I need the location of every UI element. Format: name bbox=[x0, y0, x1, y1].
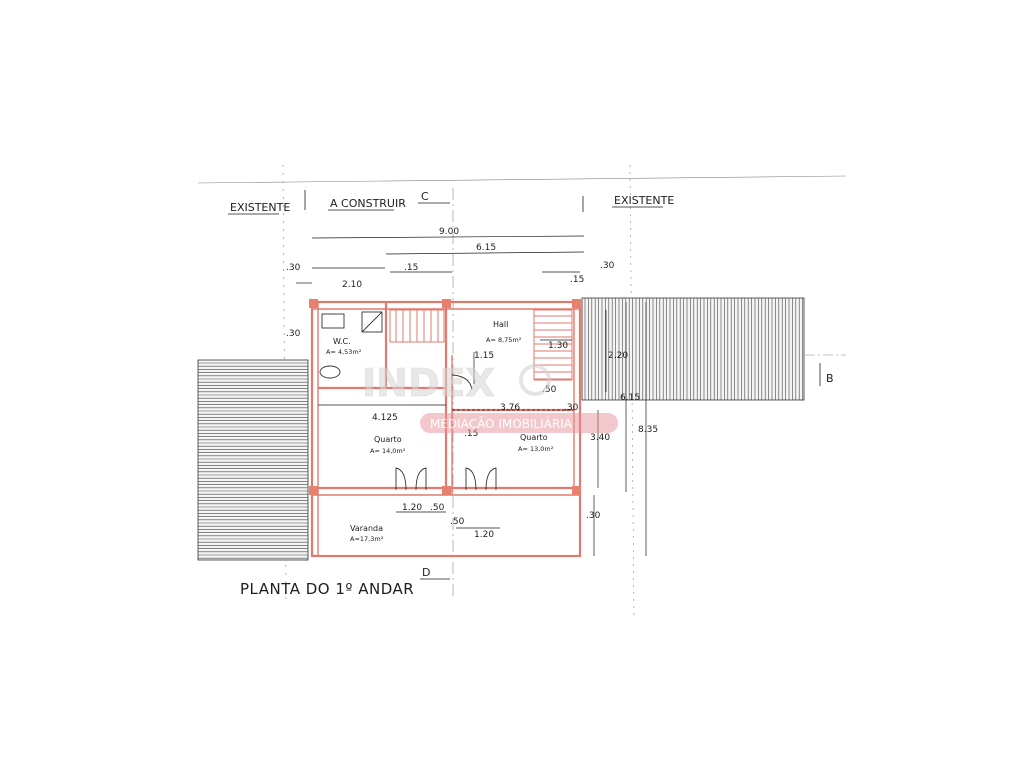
drawing-title: PLANTA DO 1º ANDAR bbox=[240, 580, 414, 598]
dim-wall-top-right-a: .15 bbox=[570, 275, 584, 285]
dim-overall-width: 9.00 bbox=[439, 227, 459, 237]
room-bedroom-left-area: A= 14,0m² bbox=[370, 447, 406, 455]
hatched-roof-right bbox=[581, 297, 805, 401]
zone-label-to-build: A CONSTRUIR bbox=[330, 197, 406, 210]
dim-door-right: 1.20 bbox=[474, 530, 494, 540]
room-veranda-area: A=17,3m² bbox=[350, 535, 384, 543]
hatched-roof-left bbox=[197, 359, 309, 561]
room-hall-area: A= 8,75m² bbox=[486, 336, 522, 344]
dim-wall-top-right-b: .30 bbox=[600, 261, 615, 271]
dim-total-depth-b: 8.35 bbox=[638, 425, 658, 435]
room-bedroom-right-area: A= 13,0m² bbox=[518, 445, 554, 453]
dim-hall-width: 1.30 bbox=[548, 341, 568, 351]
room-bedroom-left-name: Quarto bbox=[374, 435, 402, 444]
section-marker-c: C bbox=[421, 190, 429, 203]
dim-wall-inner: .30 bbox=[564, 403, 579, 413]
watermark-tagline: MEDIAÇÃO IMOBILIÁRIA bbox=[430, 416, 573, 431]
zone-label-existing-left: EXISTENTE bbox=[230, 201, 290, 214]
dim-hall-depth: 2.20 bbox=[608, 351, 628, 361]
room-wc-name: W.C. bbox=[333, 337, 351, 346]
zone-label-existing-right: EXISTENTE bbox=[614, 194, 674, 207]
watermark-logo: INDEX MEDIAÇÃO IMOBILIÁRIA bbox=[362, 361, 618, 433]
zone-headers: EXISTENTE A CONSTRUIR EXISTENTE bbox=[228, 190, 674, 215]
wc-fixtures bbox=[319, 311, 383, 379]
dim-left-bedroom-width: 4.125 bbox=[372, 413, 398, 423]
dim-door-left: 1.20 bbox=[402, 503, 422, 513]
dim-veranda-offset: .30 bbox=[586, 511, 601, 521]
dim-total-depth-a: 6.15 bbox=[620, 393, 640, 403]
dimension-labels: 9.00 6.15 .30 2.10 .15 .15 .30 .30 1.30 … bbox=[286, 227, 658, 540]
room-veranda-name: Varanda bbox=[350, 524, 383, 533]
section-marker-d: D bbox=[422, 566, 430, 579]
dim-stair-small: .50 bbox=[542, 385, 557, 395]
dim-door-gap-a: .50 bbox=[430, 503, 445, 513]
structural-columns bbox=[309, 299, 581, 495]
dim-right-bedroom-width: 3.76 bbox=[500, 403, 520, 413]
room-labels: W.C. A= 4,53m² Hall A= 8,75m² Quarto A= … bbox=[326, 320, 554, 543]
dim-hall-small: 1.15 bbox=[474, 351, 494, 361]
dim-wall-left-side: .30 bbox=[286, 329, 301, 339]
room-hall-name: Hall bbox=[493, 320, 508, 329]
section-marker-b: B bbox=[826, 372, 834, 385]
dim-bedroom-depth: 3.40 bbox=[590, 433, 610, 443]
dim-wall-between: .15 bbox=[464, 429, 478, 439]
room-bedroom-right-name: Quarto bbox=[520, 433, 548, 442]
doors bbox=[395, 374, 497, 491]
room-wc-area: A= 4,53m² bbox=[326, 348, 362, 356]
dim-wall-top-left: .30 bbox=[286, 263, 301, 273]
drawing-title-block: PLANTA DO 1º ANDAR bbox=[240, 580, 414, 598]
dim-right-span: 6.15 bbox=[476, 243, 496, 253]
watermark-brand: INDEX bbox=[362, 361, 495, 405]
staircase bbox=[389, 309, 573, 381]
dim-wall-mid: .15 bbox=[404, 263, 418, 273]
dim-door-gap-b: .50 bbox=[450, 517, 465, 527]
dimension-lines bbox=[296, 235, 647, 556]
section-markers: C D B bbox=[418, 190, 834, 580]
dim-wc-width: 2.10 bbox=[342, 280, 362, 290]
